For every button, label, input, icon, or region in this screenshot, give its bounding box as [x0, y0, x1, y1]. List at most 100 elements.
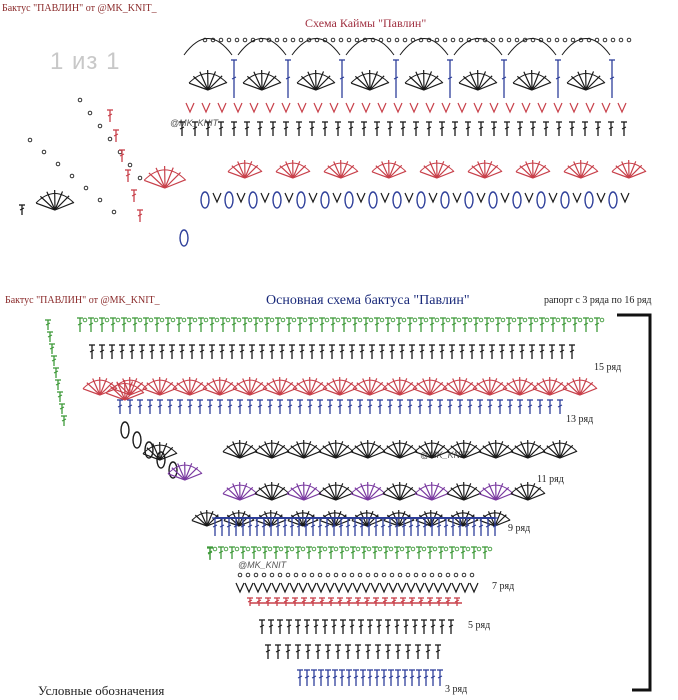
- stitch-mark: [504, 126, 510, 130]
- chain-mark: [289, 546, 295, 552]
- stitch-mark: [51, 358, 57, 362]
- fan-mark: [382, 442, 418, 453]
- stitch-mark: [437, 404, 443, 408]
- chain-mark: [386, 37, 392, 43]
- stitch-mark: [45, 322, 51, 326]
- stitch-mark: [438, 550, 444, 554]
- stitch-mark: [325, 675, 331, 679]
- chain-mark: [309, 572, 315, 578]
- stitch-mark: [430, 675, 436, 679]
- chain-mark: [137, 317, 143, 323]
- chain-mark: [442, 37, 448, 43]
- fan-mark: [510, 484, 546, 495]
- fan-mark: [436, 164, 451, 179]
- stitch-mark: [423, 675, 429, 679]
- fan-mark: [446, 493, 465, 501]
- arch-mark: [399, 38, 449, 56]
- stitch-mark: [569, 349, 575, 353]
- stitch-mark: [352, 322, 358, 326]
- fan-mark: [323, 162, 359, 173]
- stitch-mark: [256, 599, 262, 603]
- stitch-mark: [303, 524, 309, 528]
- fan-mark: [99, 381, 114, 396]
- stitch-mark: [265, 599, 271, 603]
- stitch-mark: [550, 322, 556, 326]
- chain-mark: [401, 317, 407, 323]
- stitch-mark: [176, 322, 182, 326]
- fan-mark: [532, 379, 568, 390]
- vee-mark: [265, 102, 275, 114]
- fan-mark: [628, 164, 643, 179]
- chain-mark: [261, 572, 267, 578]
- chain-mark: [489, 317, 495, 323]
- oval-mark: [512, 191, 522, 209]
- arch-mark: [291, 38, 341, 56]
- stitch-mark: [179, 349, 185, 353]
- stitch-mark: [330, 322, 336, 326]
- stitch-mark: [549, 349, 555, 353]
- fan-mark: [542, 451, 561, 459]
- fan-mark: [430, 514, 443, 527]
- fan-mark: [54, 195, 70, 211]
- vee-mark: [596, 192, 606, 204]
- chain-mark: [93, 317, 99, 323]
- stitch-mark: [269, 349, 275, 353]
- fan-mark: [318, 442, 354, 453]
- vee-mark: [469, 582, 479, 594]
- stitch-mark: [447, 404, 453, 408]
- stitch-mark: [297, 404, 303, 408]
- chain-mark: [610, 37, 616, 43]
- stitch-mark: [372, 550, 378, 554]
- stitch-mark: [436, 524, 442, 528]
- chain-mark: [544, 317, 550, 323]
- fan-mark: [419, 171, 438, 179]
- oval-mark: [224, 191, 234, 209]
- fan-mark: [354, 487, 369, 501]
- chain-mark: [237, 572, 243, 578]
- stitch-mark: [478, 126, 484, 130]
- chain-mark: [381, 572, 387, 578]
- stitch-mark: [416, 675, 422, 679]
- vee-mark: [601, 102, 611, 114]
- stitch-mark: [329, 349, 335, 353]
- fan-mark: [322, 514, 336, 527]
- fan-mark: [459, 82, 479, 91]
- fan-mark: [463, 492, 481, 501]
- stitch-mark: [409, 599, 415, 603]
- stitch-mark: [322, 624, 328, 628]
- fan-mark: [404, 73, 444, 84]
- chain-mark: [368, 317, 374, 323]
- stitch-mark: [621, 126, 627, 130]
- stitch-mark: [328, 550, 334, 554]
- stitch-mark: [401, 524, 407, 528]
- oval-mark: [392, 191, 402, 209]
- stitch-mark: [107, 113, 113, 117]
- row-label-13: 13 ряд: [566, 414, 594, 425]
- chain-mark: [366, 546, 372, 552]
- stitch-mark: [400, 126, 406, 130]
- fan-mark: [340, 170, 358, 179]
- stitch-mark: [237, 404, 243, 408]
- vee-mark: [236, 192, 246, 204]
- stitch-mark: [449, 550, 455, 554]
- chain-mark: [291, 317, 297, 323]
- stitch-mark: [339, 550, 345, 554]
- stitch-mark: [352, 524, 358, 528]
- fan-mark: [290, 514, 304, 527]
- fan-mark: [249, 381, 264, 396]
- fan-mark: [482, 487, 497, 501]
- stitch-mark: [358, 624, 364, 628]
- fan-mark: [239, 444, 254, 459]
- stitch-mark: [289, 524, 295, 528]
- stitch-mark: [361, 550, 367, 554]
- stitch-mark: [394, 624, 400, 628]
- stitch-mark: [259, 349, 265, 353]
- chain-mark: [325, 572, 331, 578]
- stitch-mark: [395, 649, 401, 653]
- stitch-mark: [257, 126, 263, 130]
- stitch-mark: [517, 404, 523, 408]
- fan-mark: [510, 493, 529, 501]
- chain-mark: [423, 317, 429, 323]
- stitch-mark: [187, 404, 193, 408]
- vee-mark: [345, 102, 355, 114]
